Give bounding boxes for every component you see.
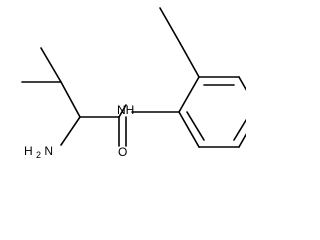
ring-bond-3 bbox=[238, 133, 246, 148]
bond-ethyl-ch3 bbox=[159, 7, 181, 44]
atom-label-nh: NH bbox=[117, 103, 134, 117]
bond-c-n bbox=[118, 104, 127, 118]
atom-labels: NH O H 2 N bbox=[24, 103, 134, 161]
atom-label-o: O bbox=[118, 145, 127, 159]
atom-label-nh2-n: N bbox=[44, 144, 53, 158]
atom-label-nh2-h: H bbox=[24, 144, 33, 158]
structure-canvas: NH O H 2 N bbox=[21, 7, 246, 161]
atom-label-nh2-sub: 2 bbox=[36, 150, 41, 160]
bond-ethyl-ch2 bbox=[179, 42, 200, 78]
bond-lines bbox=[21, 7, 246, 148]
ring-bond-6 bbox=[178, 76, 200, 113]
ring-bond-2 bbox=[238, 76, 246, 91]
ring-double-3 bbox=[186, 111, 205, 141]
bond-alpha-isopropyl bbox=[60, 81, 81, 118]
ring-bond-5 bbox=[178, 111, 200, 148]
ring-double-2 bbox=[233, 118, 246, 141]
molecule-drawing: NH O H 2 N bbox=[21, 7, 246, 161]
bond-isopropyl-top bbox=[40, 47, 62, 83]
atom-label-nh2: H 2 N bbox=[24, 144, 53, 161]
bond-alpha-nh2 bbox=[60, 116, 81, 146]
